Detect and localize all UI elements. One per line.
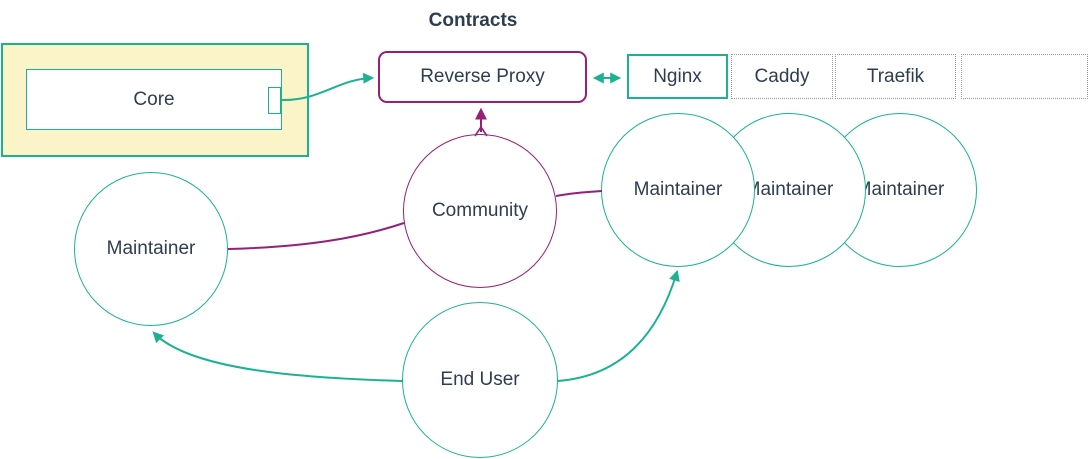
end-user-label: End User: [440, 369, 520, 390]
proxy-cell-traefik: Traefik: [835, 54, 956, 99]
maintainer-right-2-label: Maintainer: [744, 179, 834, 200]
community-label: Community: [431, 200, 529, 221]
traefik-label: Traefik: [866, 65, 925, 87]
edge-community-to-maintainer-left: [227, 222, 405, 250]
maintainer-right-1-label: Maintainer: [633, 179, 723, 200]
node-maintainer-right-2: Maintainer: [712, 113, 866, 267]
node-end-user: End User: [402, 302, 558, 458]
caddy-label: Caddy: [754, 65, 810, 87]
core-label: Core: [133, 88, 175, 110]
node-community: Community: [403, 134, 557, 288]
proxy-cell-nginx: Nginx: [627, 54, 728, 99]
edge-end-user-to-maintainer-left: [152, 331, 403, 382]
diagram-title: Contracts: [428, 10, 518, 31]
node-reverse-proxy: Reverse Proxy: [378, 51, 587, 103]
core-port: [268, 87, 281, 114]
maintainer-right-3-label: Maintainer: [855, 179, 945, 200]
nginx-label: Nginx: [653, 65, 702, 87]
proxy-cell-empty: [961, 54, 1088, 99]
edge-community-to-maintainer-right: [555, 190, 603, 197]
proxy-cell-caddy: Caddy: [731, 54, 833, 99]
node-maintainer-right-1: Maintainer: [601, 113, 755, 267]
maintainer-left-label: Maintainer: [106, 238, 196, 259]
reverse-proxy-label: Reverse Proxy: [420, 66, 545, 87]
node-core: Core: [26, 69, 282, 130]
edge-end-user-to-maintainer-right: [556, 269, 680, 382]
node-maintainer-left: Maintainer: [74, 172, 228, 326]
